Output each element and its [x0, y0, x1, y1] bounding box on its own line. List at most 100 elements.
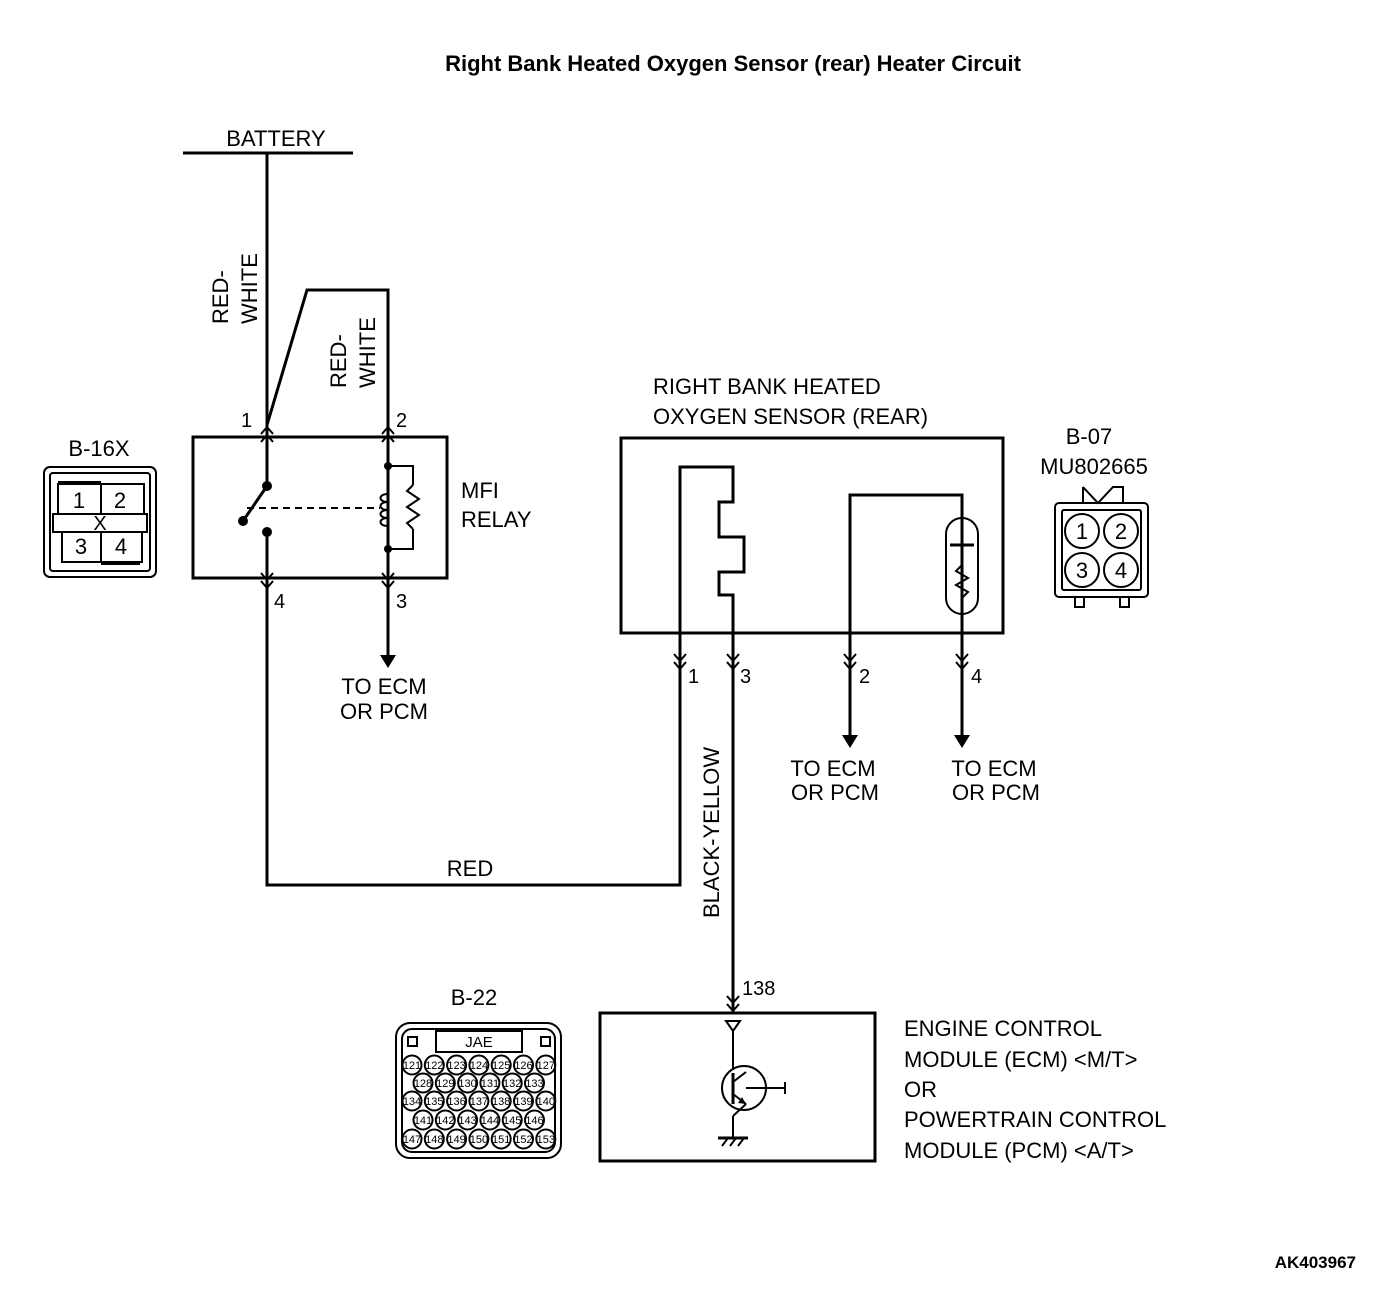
connector-b07-part: MU802665 [1040, 454, 1148, 479]
connector-b22-pin-label: 147 [403, 1134, 421, 1146]
connector-b22-pin-label: 141 [414, 1115, 432, 1127]
svg-text:X: X [93, 513, 106, 535]
connector-b22-pin-circle [401, 1128, 423, 1150]
connector-b22-pin-circle [490, 1054, 512, 1076]
diagram-title: Right Bank Heated Oxygen Sensor (rear) H… [445, 51, 1021, 76]
svg-text:MODULE (ECM) <M/T>: MODULE (ECM) <M/T> [904, 1047, 1137, 1072]
connector-b22-pin-label: 149 [447, 1134, 465, 1146]
sensor-pin-4: 4 [971, 666, 982, 688]
connector-b22-pin-circle [468, 1128, 490, 1150]
svg-text:1: 1 [73, 488, 85, 513]
ecm-module: 138 ENGINE CONTROL MODULE (ECM) <M/T> OR… [598, 978, 1166, 1163]
relay-pin-2: 2 [396, 410, 407, 432]
connector-b22-pin-circle [490, 1090, 512, 1112]
connector-b22-pin-circle [423, 1128, 445, 1150]
relay-pin-4: 4 [274, 591, 285, 613]
connector-b07-id: B-07 [1066, 424, 1112, 449]
connector-b22-pin-circle [412, 1072, 434, 1094]
connector-b22-pin-label: 151 [492, 1134, 510, 1146]
sensor-pin-1: 1 [688, 666, 699, 688]
connector-b22-pin-circle [490, 1128, 512, 1150]
connector-b22-pin-circle [513, 1128, 534, 1150]
connector-b07: B-07 MU802665 1 2 3 4 [1040, 424, 1149, 608]
connector-b22-pin-circle [423, 1054, 445, 1076]
svg-text:RED-: RED- [208, 270, 233, 324]
connector-b22-pin-label: 131 [481, 1078, 499, 1090]
connector-b22-pin-label: 135 [425, 1096, 443, 1108]
connector-b22-pin-label: 132 [503, 1078, 521, 1090]
connector-b22-pin-label: 134 [403, 1096, 421, 1108]
connector-b22-pin-circle [535, 1054, 557, 1076]
ecm-pin-138: 138 [742, 978, 775, 1000]
connector-b22-id: B-22 [451, 985, 497, 1010]
connector-b22-pin-circle [434, 1072, 456, 1094]
wire-label-black-yellow: BLACK-YELLOW [699, 747, 724, 918]
connector-b22-pin-circle [401, 1054, 423, 1076]
svg-text:MFI: MFI [461, 478, 499, 503]
connector-b22-pin-label: 148 [425, 1134, 443, 1146]
connector-b22-pin-circle [423, 1090, 445, 1112]
connector-b22-pin-circle [524, 1072, 545, 1094]
connector-b22-pin-label: 143 [458, 1115, 476, 1127]
connector-b22-pin-label: 121 [403, 1060, 421, 1072]
connector-b22-pin-circle [535, 1128, 557, 1150]
connector-b16x: B-16X 1 2 X 3 4 [43, 436, 157, 578]
connector-b22-pin-label: 150 [470, 1134, 488, 1146]
svg-text:4: 4 [115, 534, 127, 559]
connector-b22-pin-circle [468, 1090, 490, 1112]
connector-b22-pin-circle [446, 1128, 468, 1150]
svg-text:MODULE (PCM) <A/T>: MODULE (PCM) <A/T> [904, 1138, 1134, 1163]
svg-text:OXYGEN SENSOR (REAR): OXYGEN SENSOR (REAR) [653, 404, 928, 429]
svg-text:3: 3 [1076, 558, 1088, 583]
connector-b22-pin-label: 125 [492, 1060, 510, 1072]
connector-b22-pin-label: 153 [537, 1134, 555, 1146]
connector-b22-pin-label: 138 [492, 1096, 510, 1108]
svg-text:RED-: RED- [326, 334, 351, 388]
relay-to-ecm-label-line1: TO ECM [341, 674, 426, 699]
connector-b22-pin-label: 123 [447, 1060, 465, 1072]
connector-b22-pin-label: 126 [514, 1060, 532, 1072]
battery-label: BATTERY [226, 126, 326, 151]
connector-b22-pin-circle [501, 1072, 523, 1094]
connector-b22-pin-circle [501, 1109, 523, 1131]
connector-b22-pin-circle [513, 1054, 534, 1076]
connector-b22-pin-label: 133 [525, 1078, 543, 1090]
connector-b22-pin-circle [446, 1090, 468, 1112]
connector-b22-pin-label: 152 [514, 1134, 532, 1146]
connector-b22-pin-label: 128 [414, 1078, 432, 1090]
svg-text:2: 2 [1115, 519, 1127, 544]
connector-b22-pin-circle [524, 1109, 545, 1131]
sensor-pin-3: 3 [740, 666, 751, 688]
reference-code: AK403967 [1275, 1253, 1356, 1272]
connector-b22-pin-circle [434, 1109, 456, 1131]
connector-b22-pin-label: 144 [481, 1115, 499, 1127]
battery-to-relay-wires [265, 153, 390, 437]
relay-to-ecm-label-line2: OR PCM [340, 699, 428, 724]
svg-text:ENGINE CONTROL: ENGINE CONTROL [904, 1016, 1102, 1041]
relay-pin-3: 3 [396, 591, 407, 613]
connector-b22-pin-label: 127 [537, 1060, 555, 1072]
svg-text:3: 3 [75, 534, 87, 559]
wire-label-red: RED [447, 856, 493, 881]
sensor-pin4-to-ecm-line1: TO ECM [951, 756, 1036, 781]
connector-b22-pin-label: 146 [525, 1115, 543, 1127]
sensor-pin-2: 2 [859, 666, 870, 688]
sensor-pin2-to-ecm-line1: TO ECM [790, 756, 875, 781]
connector-b16x-id: B-16X [68, 436, 129, 461]
svg-text:RELAY: RELAY [461, 507, 532, 532]
connector-b22-pin-circle [401, 1090, 423, 1112]
connector-b22-pin-circle [479, 1072, 501, 1094]
relay-pin-1: 1 [241, 410, 252, 432]
connector-b22-pin-circle [535, 1090, 557, 1112]
connector-b22-pin-label: 145 [503, 1115, 521, 1127]
connector-b22-pin-label: 124 [470, 1060, 488, 1072]
mfi-relay: MFI RELAY 1 2 4 3 [191, 410, 532, 613]
connector-b22-pin-label: 140 [537, 1096, 555, 1108]
svg-text:RIGHT BANK HEATED: RIGHT BANK HEATED [653, 374, 881, 399]
sensor-pin4-to-ecm-line2: OR PCM [952, 780, 1040, 805]
connector-b22-pin-circle [412, 1109, 434, 1131]
connector-b22-pin-label: 139 [514, 1096, 532, 1108]
